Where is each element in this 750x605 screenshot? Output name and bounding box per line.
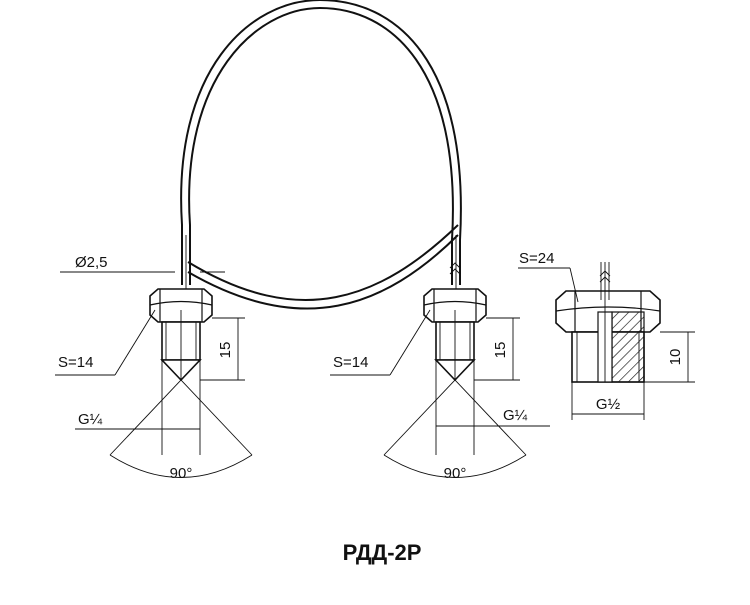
middle-angle-label: 90° <box>444 465 467 482</box>
left-angle-label: 90° <box>170 465 193 482</box>
middle-thread-label: G¼ <box>503 407 528 424</box>
right-height-label: 10 <box>667 349 684 366</box>
left-thread-label: G¼ <box>78 411 103 428</box>
left-fitting <box>55 271 253 478</box>
left-height-label: 15 <box>217 342 234 359</box>
capillary-diameter-label: Ø2,5 <box>75 254 108 271</box>
capillary-coil <box>180 0 462 310</box>
middle-height-label: 15 <box>492 342 509 359</box>
middle-hex-label: S=14 <box>333 354 368 371</box>
left-hex-label: S=14 <box>58 354 93 371</box>
middle-fitting <box>330 262 550 478</box>
right-hex-label: S=24 <box>519 250 554 267</box>
drawing-title: РДД-2Р <box>343 540 422 565</box>
right-fitting <box>518 262 695 420</box>
right-thread-label: G½ <box>596 396 621 413</box>
